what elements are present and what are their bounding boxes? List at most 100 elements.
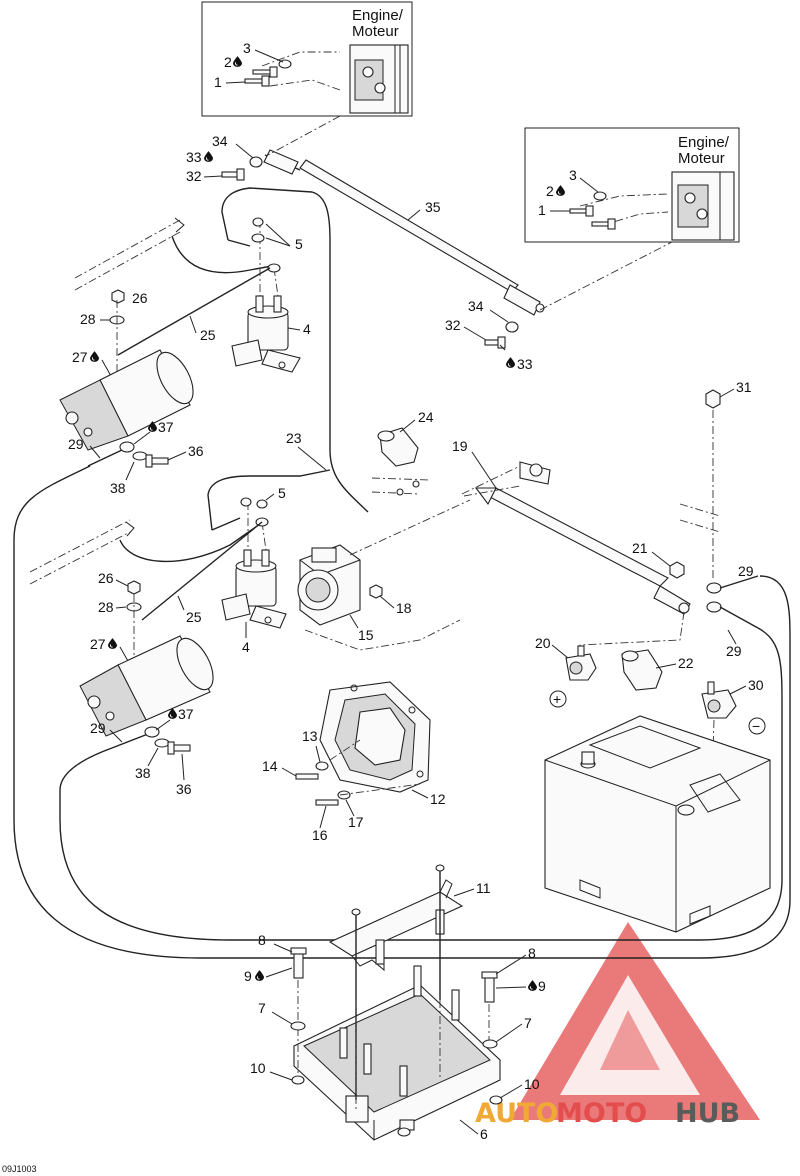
callout-34-top: 34 [212, 133, 228, 149]
engine-block-top [349, 44, 409, 114]
engine-block-right [671, 171, 735, 241]
figure-code: 09J1003 [2, 1164, 37, 1174]
nut-31 [705, 389, 721, 409]
callout-16: 16 [312, 827, 328, 843]
automotohub-watermark: AUTO MOTO HUB [475, 922, 760, 1129]
positive-cable-19: 19 [452, 438, 691, 681]
callout-1-top: 1 [214, 74, 222, 90]
positive-clamp-20 [565, 645, 597, 681]
callout-36-upper: 36 [188, 443, 204, 459]
loctite-drop-icon [90, 351, 99, 362]
bolt-1-right [569, 205, 594, 217]
callout-25-upper: 25 [200, 327, 216, 343]
callout-29-upper-right: 29 [738, 563, 754, 579]
callout-10-right: 10 [524, 1076, 540, 1092]
lower-starter-assembly: 5 4 25 26 28 27 29 37 38 [29, 469, 331, 797]
callout-34-right: 34 [468, 298, 484, 314]
callout-24: 24 [418, 409, 434, 425]
callout-20: 20 [535, 635, 551, 651]
bolt-8-right [481, 971, 498, 1003]
starter-motor-lower [79, 635, 214, 737]
washer-3-right [593, 191, 607, 201]
bolt-14 [295, 773, 319, 780]
callout-15: 15 [358, 627, 374, 643]
callout-5-lower: 5 [278, 485, 286, 501]
callout-8-left: 8 [258, 932, 266, 948]
solenoid-4-upper [231, 295, 301, 373]
callout-22: 22 [678, 655, 694, 671]
callout-1-right: 1 [538, 202, 546, 218]
watermark-hub: HUB [675, 1098, 740, 1129]
battery-tray-6 [293, 984, 501, 1141]
callout-2-right: 2 [546, 183, 554, 199]
battery-hold-down-11 [328, 879, 464, 972]
callout-29-upper: 29 [68, 436, 84, 452]
callout-36-lower: 36 [176, 781, 192, 797]
starter-motor-upper [59, 349, 194, 451]
callout-18: 18 [396, 600, 412, 616]
engine-label-right-line2: Moteur [678, 150, 725, 167]
battery [544, 715, 771, 933]
callout-30: 30 [748, 677, 764, 693]
bolt-16 [315, 799, 339, 806]
callout-8-right: 8 [528, 945, 536, 961]
ground-cable-loop-inner [59, 627, 783, 941]
engine-label-right-line1: Engine/ [678, 134, 730, 151]
callout-26-upper: 26 [132, 290, 148, 306]
callout-38-lower: 38 [135, 765, 151, 781]
callout-4-upper: 4 [303, 321, 311, 337]
callout-26-lower: 26 [98, 570, 114, 586]
nut-21 [669, 561, 685, 579]
watermark-moto: MOTO [556, 1098, 647, 1129]
loctite-drop-icon [108, 638, 117, 649]
negative-sign: − [752, 718, 760, 734]
engine-inset-top: Engine/ Moteur 1 2 3 [201, 1, 413, 117]
callout-31: 31 [736, 379, 752, 395]
callout-14: 14 [262, 758, 278, 774]
callout-25-lower: 25 [186, 609, 202, 625]
bolt-8-left [290, 947, 307, 979]
callout-3-top: 3 [243, 40, 251, 56]
callout-32-top: 32 [186, 168, 202, 184]
negative-clamp-30 [701, 681, 737, 719]
bolt-2-top [252, 66, 278, 78]
callout-3-right: 3 [569, 167, 577, 183]
callout-38-upper: 38 [110, 480, 126, 496]
callout-29-lower-right: 29 [726, 643, 742, 659]
callout-7-left: 7 [258, 1000, 266, 1016]
hardware-32-34-right: 34 32 33 [445, 298, 533, 372]
solenoid-4-lower [221, 549, 287, 629]
positive-sign: + [553, 691, 561, 707]
callout-10-left: 10 [250, 1060, 266, 1076]
terminal-cap-24: 24 [371, 409, 434, 496]
watermark-auto: AUTO [475, 1098, 558, 1129]
starter-housing-15: 15 18 [297, 499, 471, 651]
loctite-drop-icon [255, 970, 264, 981]
hardware-32-34-top: 34 33 32 [186, 133, 263, 184]
bolt-1-top [244, 75, 270, 87]
loctite-drop-icon [528, 980, 537, 991]
callout-9-right: 9 [538, 978, 546, 994]
callout-28-upper: 28 [80, 311, 96, 327]
engine-inset-right: Engine/ Moteur 1 2 3 [524, 127, 740, 243]
callout-5-upper: 5 [295, 236, 303, 252]
callout-17: 17 [348, 814, 364, 830]
callout-32-right: 32 [445, 317, 461, 333]
ground-cable-35: 35 [263, 115, 673, 316]
callout-9-left: 9 [244, 968, 252, 984]
callout-6: 6 [480, 1126, 488, 1142]
bolt-2-right [591, 218, 616, 230]
negative-terminal-icon: − [748, 717, 766, 735]
callout-28-lower: 28 [98, 599, 114, 615]
terminal-cap-22 [621, 649, 663, 691]
starter-support-12 [319, 681, 431, 793]
loctite-drop-icon [204, 151, 213, 162]
callout-19: 19 [452, 438, 468, 454]
loctite-drop-icon [233, 56, 242, 67]
positive-terminal-icon: + [549, 690, 567, 708]
callout-33-top: 33 [186, 149, 202, 165]
callout-2-top: 2 [224, 54, 232, 70]
callout-37-lower: 37 [178, 706, 194, 722]
callout-37-upper: 37 [158, 419, 174, 435]
